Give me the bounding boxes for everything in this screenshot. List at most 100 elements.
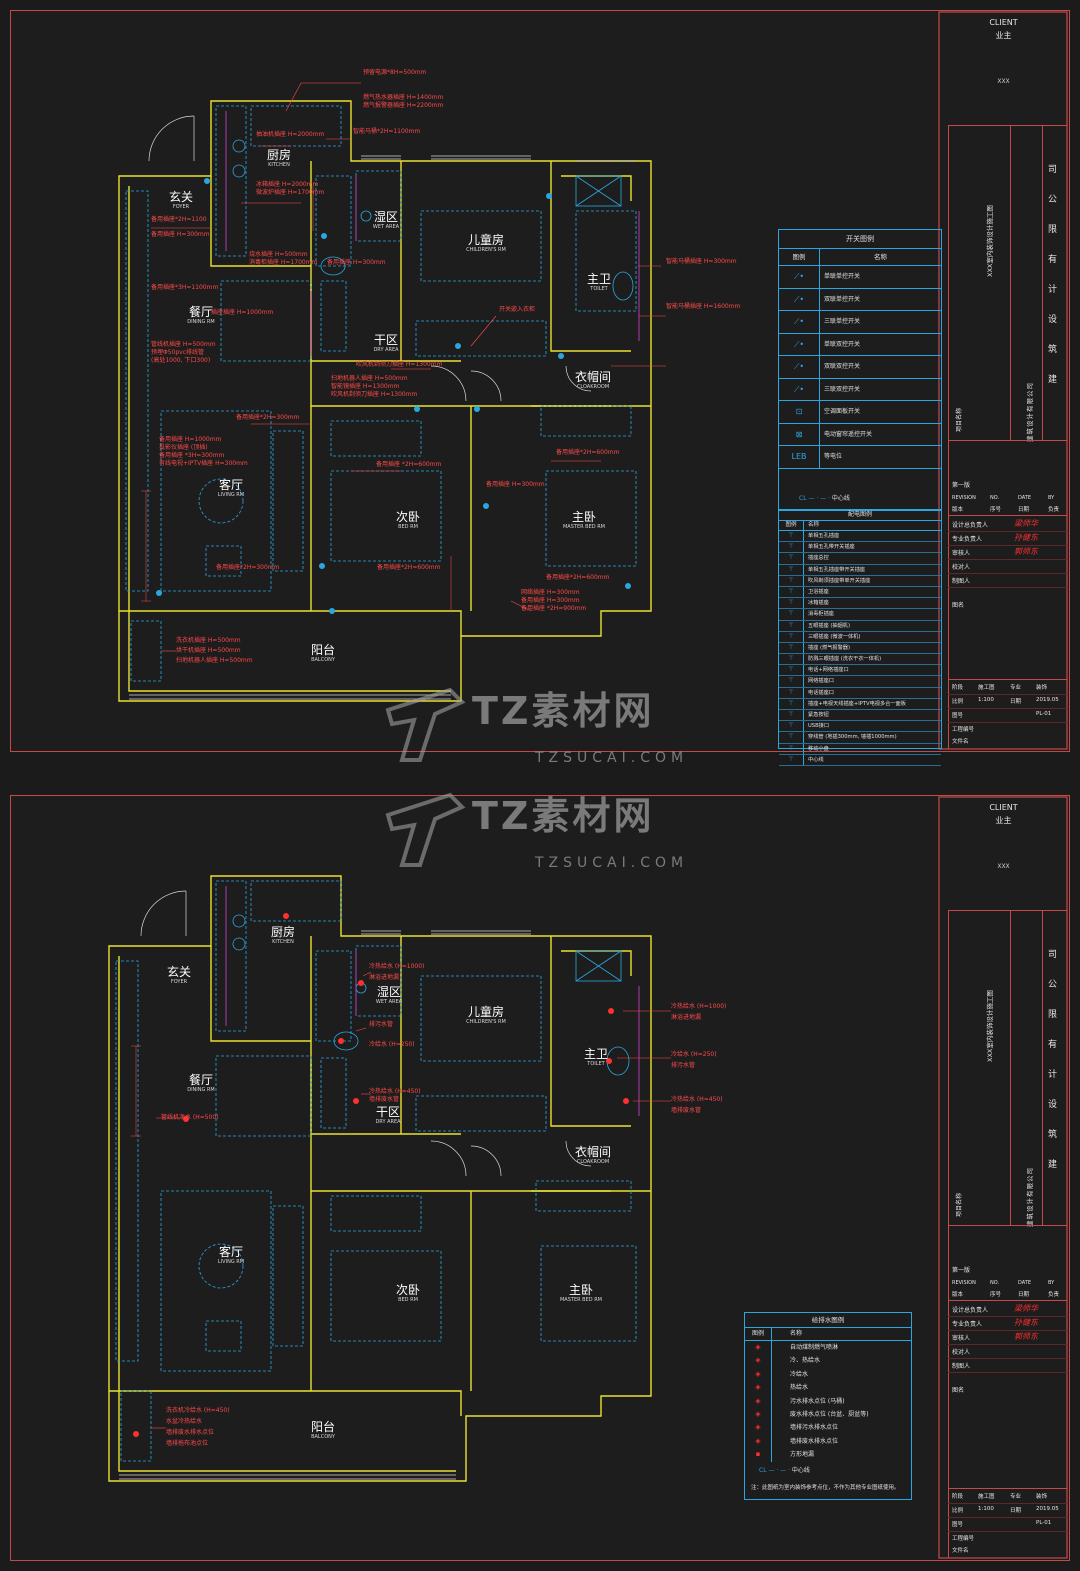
- room-name-en: WET AREA: [375, 999, 403, 1005]
- file-label: 文件名: [952, 1548, 969, 1554]
- annotation-note: 有线电视+IPTV插座 H=300mm: [159, 460, 248, 467]
- revision-header: NO.: [990, 495, 1000, 501]
- annotation-note: 墙排废水管: [671, 1107, 702, 1114]
- annotation-note: 冷给水 (H=250): [671, 1051, 717, 1058]
- room-name-en: DRY AREA: [373, 347, 399, 353]
- revision-header-cn: 日期: [1018, 507, 1030, 513]
- title-block-row-line: [948, 573, 1067, 574]
- annotation-note: 冷热给水 (H=1000): [671, 1003, 727, 1010]
- socket-symbol-icon: ⊤: [779, 710, 804, 721]
- annotation-note: (高处1000, 下口300): [151, 357, 211, 364]
- tb-field-label: 比例: [952, 699, 964, 705]
- centerline-legend: CL — · — · 中心线: [799, 495, 850, 502]
- tb-field-label: 阶段: [952, 685, 964, 691]
- company-vertical-char: 计: [1048, 285, 1058, 295]
- role-label: 校对人: [952, 564, 971, 571]
- switch-name: 电动窗帘遥控开关: [824, 430, 873, 438]
- door-swings: [140, 890, 592, 1177]
- water-symbol-icon: ◈: [745, 1421, 772, 1435]
- fixtures: [232, 914, 630, 1076]
- client-label-cn: 业主: [995, 816, 1012, 825]
- switch-name: 等电位: [824, 453, 843, 460]
- annotation-note: 备用插座 H=300mm: [521, 597, 580, 604]
- switch-symbol-icon: LEB: [779, 446, 820, 468]
- annotation-note: 冰箱插座 H=2000mm: [256, 181, 319, 188]
- title-block-col: [1010, 125, 1011, 440]
- water-legend-row: ◈废水排水点位 (台盆、厨盆等): [745, 1407, 911, 1422]
- socket-legend-title: 配电图例: [779, 510, 941, 521]
- room-name-en: CHILDREN'S RM: [466, 247, 506, 253]
- water-symbol-icon: ◈: [745, 1367, 772, 1382]
- room-name: 衣帽间: [574, 370, 611, 384]
- client-label: CLIENT: [989, 803, 1018, 812]
- title-block-col: [1042, 125, 1043, 440]
- annotation-note: 微波炉插座 H=1700mm: [256, 189, 325, 196]
- annotation-note: 备用插座*2H=600mm: [377, 564, 441, 571]
- company-vertical-char: 限: [1048, 1010, 1058, 1020]
- socket-legend-row: ⊤五眼插座 (抽烟机): [779, 620, 941, 632]
- socket-symbol-icon: ⊤: [779, 575, 804, 586]
- watermark-subtext: TZSUCAI.COM: [535, 855, 689, 871]
- title-block-divider: [948, 515, 1067, 516]
- switch-name: 单联双控开关: [824, 340, 861, 348]
- revision-header: DATE: [1018, 495, 1032, 501]
- tb-field-value: PL-01: [1036, 711, 1052, 717]
- switch-legend-row: ⟋•双联双控开关: [779, 356, 941, 379]
- annotation-note: 燃气热水器插座 H=1400mm: [363, 94, 444, 101]
- title-block-row-line: [948, 694, 1067, 695]
- switch-symbol-icon: ⟋•: [779, 288, 820, 310]
- socket-name: 三眼插座 (微波一体机): [808, 633, 861, 640]
- socket-symbol-icon: ⊤: [779, 642, 804, 654]
- switch-legend-row: LEB 等电位: [779, 446, 941, 469]
- water-legend-row: ◈冷给水: [745, 1367, 911, 1382]
- title-block-row-line: [948, 708, 1067, 709]
- role-label: 审核人: [952, 550, 971, 557]
- room-name-en: BED RM: [398, 1297, 418, 1303]
- wall-outline: [108, 875, 652, 1482]
- water-symbol-icon: ◈: [745, 1341, 772, 1355]
- socket-symbol-icon: ⊤: [779, 676, 804, 687]
- annotation-note: 扫地机器人插座 H=500mm: [176, 657, 253, 664]
- socket-name: 中心线: [808, 756, 824, 763]
- accent-lines: [225, 111, 640, 356]
- title-block-divider: [948, 910, 1067, 911]
- title-block-divider: [948, 440, 1067, 441]
- socket-symbol-icon: ⊤: [779, 754, 804, 765]
- annotation-note: 墙排废水排水点位: [166, 1429, 215, 1436]
- dimension-lines: [141, 186, 452, 611]
- signature: 梁师华: [1014, 519, 1038, 528]
- socket-symbol-icon: ⊤: [779, 564, 804, 575]
- socket-legend-row: ⊤消毒柜插座: [779, 609, 941, 621]
- room-name-en: CLOAKROOM: [576, 1159, 610, 1165]
- room-name: 衣帽间: [574, 1145, 611, 1159]
- socket-name: 吹风剃须插座带单开关插座: [808, 577, 871, 584]
- room-name-en: FOYER: [172, 204, 190, 210]
- socket-legend-row: ⊤三眼插座 (微波一体机): [779, 631, 941, 643]
- watermark-text: TZ素材网: [472, 794, 655, 838]
- room-name-en: CHILDREN'S RM: [466, 1019, 506, 1025]
- centerline-label: 中心线: [831, 495, 850, 502]
- title-block-divider: [948, 1488, 1067, 1489]
- drawing-title-label: 图名: [952, 1387, 965, 1394]
- socket-legend-header-name: 名称: [808, 522, 820, 528]
- project-no-label: 工程编号: [952, 727, 975, 733]
- switch-legend-title: 开关图例: [779, 230, 941, 249]
- water-item-name: 墙排污水排水点位: [790, 1424, 839, 1432]
- room-name-en: LIVING RM: [217, 1259, 245, 1265]
- project-label: 项目名称: [956, 407, 963, 432]
- room-name: 客厅: [218, 1245, 243, 1259]
- annotation-note: 淋浴进地漏: [671, 1014, 702, 1021]
- annotation-note: 扫地机器人插座 H=500mm: [331, 375, 408, 382]
- role-label: 制图人: [952, 578, 971, 585]
- company-vertical-char: 有: [1048, 255, 1058, 265]
- socket-symbol-icon: ⊤: [779, 698, 804, 709]
- socket-legend-row: ⊤电话插座口: [779, 687, 941, 699]
- switch-legend-row: ⟋•双联单控开关: [779, 288, 941, 311]
- switch-name: 单联单控开关: [824, 273, 861, 280]
